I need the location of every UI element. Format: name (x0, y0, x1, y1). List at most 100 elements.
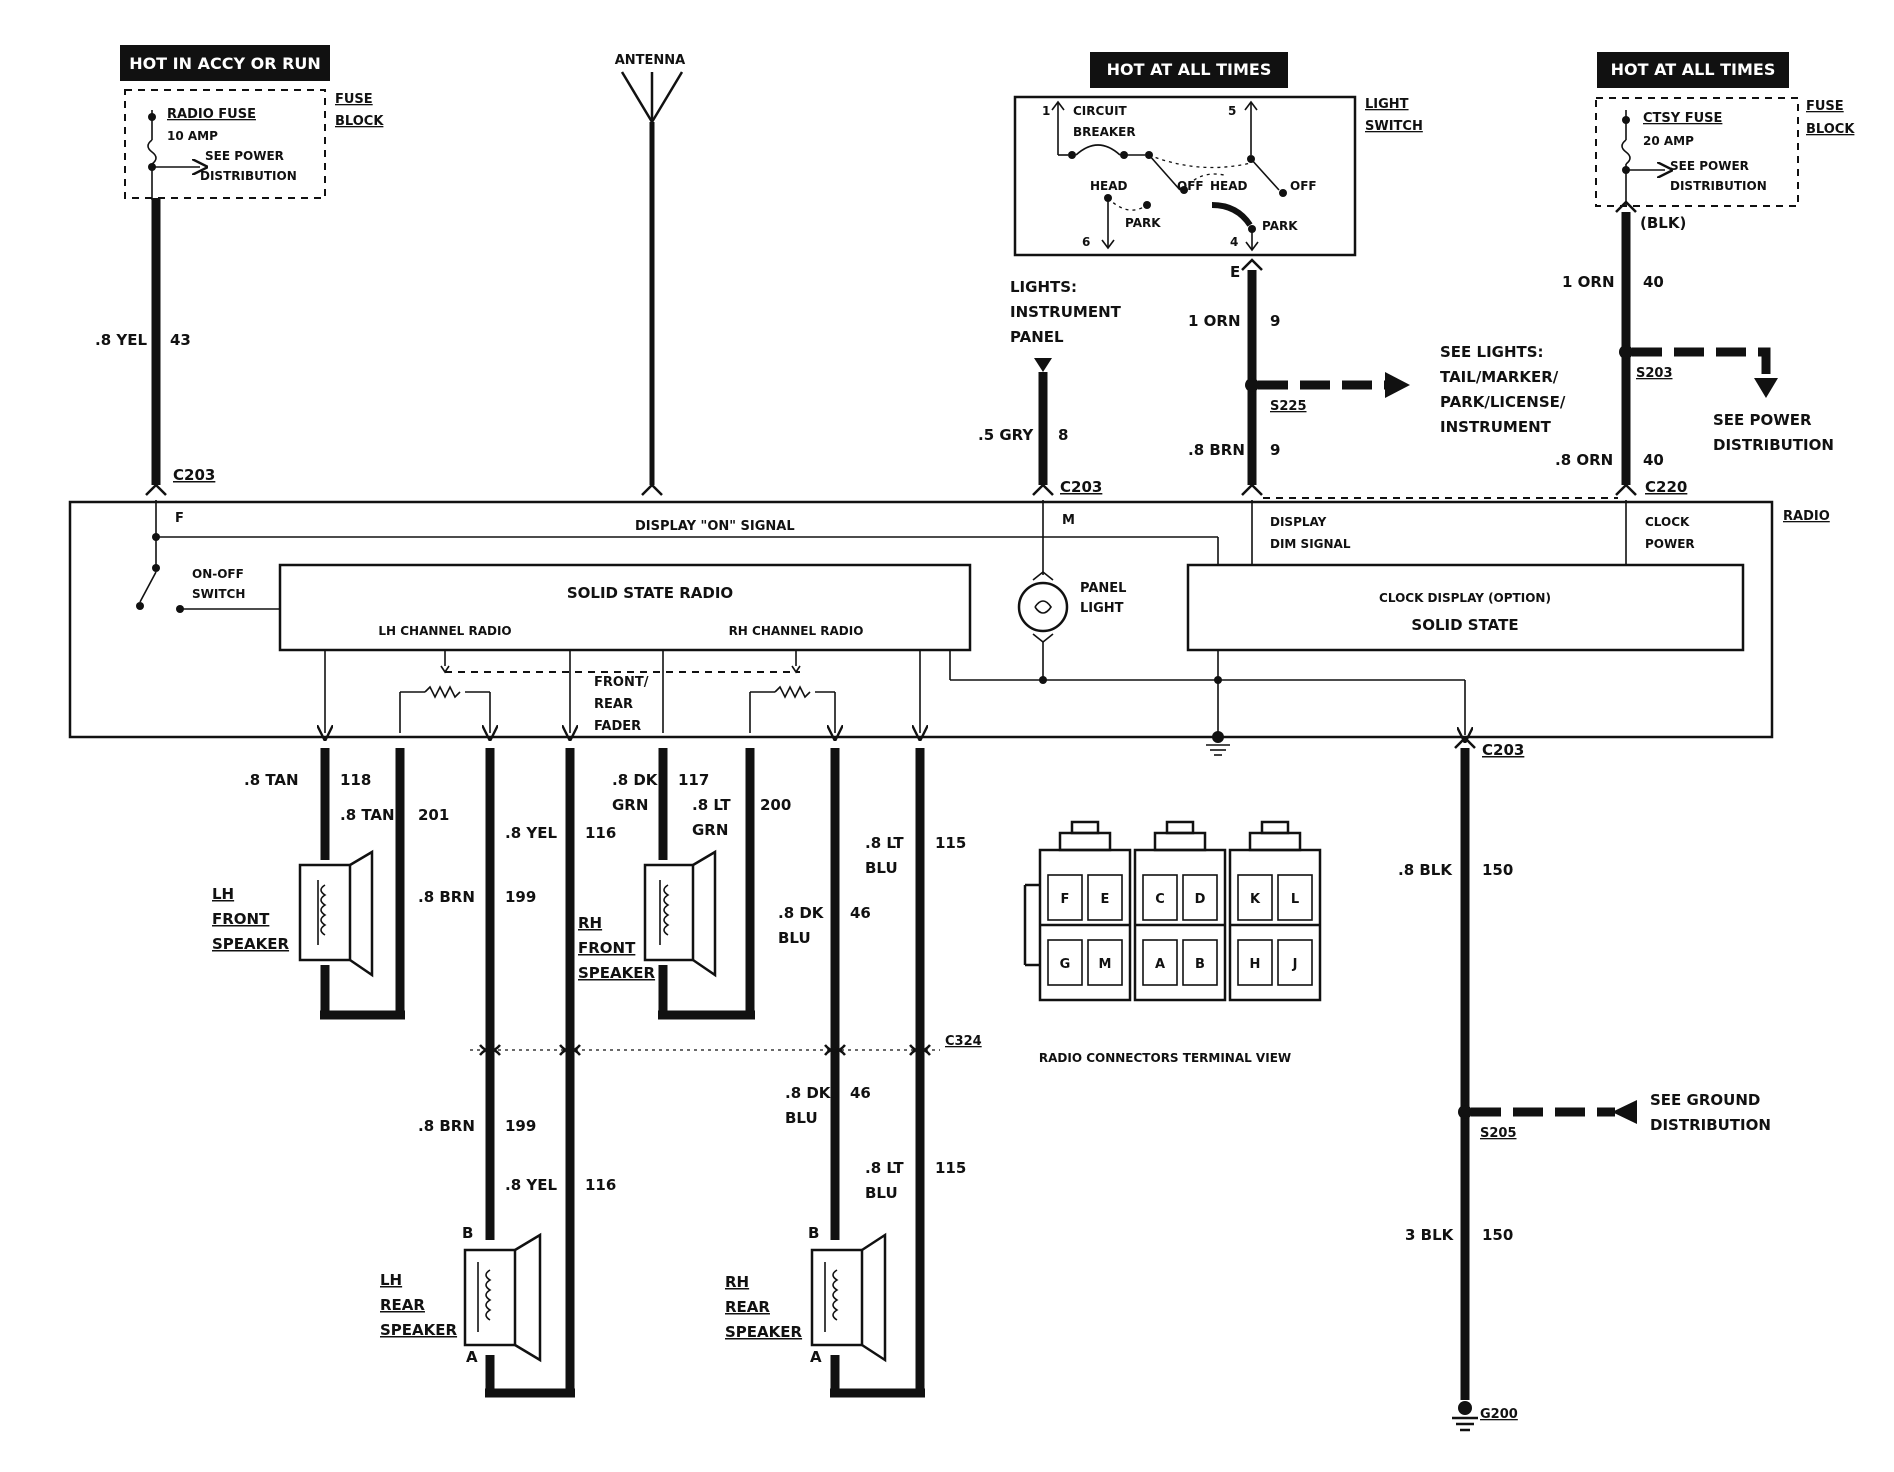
radio-pin-f: F (175, 511, 184, 526)
lh-front-speaker-icon (298, 849, 374, 978)
ctsy-fuse-note-1: SEE POWER (1670, 159, 1749, 173)
rhr-pin-a: A (810, 1348, 822, 1366)
lh-channel-label: LH CHANNEL RADIO (378, 624, 511, 638)
solid-state-radio-box (278, 563, 972, 652)
wire-115b-color-1: .8 LT (865, 1159, 904, 1177)
splice-s203-label: S203 (1636, 366, 1673, 381)
wire-115a-num: 115 (935, 834, 966, 852)
ctsy-fuse-icon (1621, 139, 1631, 165)
fuse-block-label-1: FUSE (335, 92, 373, 107)
wire-118-color: .8 TAN (244, 771, 299, 789)
see-power-1: SEE POWER (1713, 411, 1812, 429)
ground-g200-label: G200 (1480, 1407, 1518, 1422)
see-ground-1: SEE GROUND (1650, 1091, 1760, 1109)
fader-label-2: REAR (594, 697, 633, 712)
ctsy-fuse-note-2: DISTRIBUTION (1670, 179, 1767, 193)
wire-115b-color-2: BLU (865, 1184, 898, 1202)
hot-all-times-label-1: HOT AT ALL TIMES (1107, 60, 1272, 79)
wire-8-color: .5 GRY (978, 426, 1034, 444)
wire-46a-color-1: .8 DK (778, 904, 825, 922)
wire-199a-color: .8 BRN (418, 888, 475, 906)
wire-117-color-1: .8 DK (612, 771, 659, 789)
rhr-speaker-2: REAR (725, 1298, 770, 1316)
wire-40a-color: 1 ORN (1562, 273, 1615, 291)
hot-accy-run-banner (120, 45, 330, 81)
rhf-speaker-3: SPEAKER (578, 964, 656, 982)
terminal-view-caption: RADIO CONNECTORS TERMINAL VIEW (1039, 1051, 1291, 1065)
on-off-label-1: ON-OFF (192, 567, 244, 581)
cb-label-2: BREAKER (1073, 125, 1136, 139)
wire-46b-num: 46 (850, 1084, 871, 1102)
wire-116b-num: 116 (585, 1176, 616, 1194)
ctsy-blk-label: (BLK) (1640, 214, 1686, 232)
wire-40a-num: 40 (1643, 273, 1664, 291)
term-top-4: K (1250, 892, 1261, 907)
splice-s203 (1619, 345, 1633, 359)
ctsy-fuse-group: HOT AT ALL TIMES CTSY FUSE 20 AMP SEE PO… (1595, 52, 1855, 207)
connector-c220: C220 (1645, 478, 1687, 496)
wire-199a-num: 199 (505, 888, 536, 906)
wire-9a-color: 1 ORN (1188, 312, 1241, 330)
lhf-speaker-3: SPEAKER (212, 935, 290, 953)
rhf-speaker-2: FRONT (578, 939, 636, 957)
ls-head-1: HEAD (1090, 179, 1128, 193)
clock-display-box (1186, 563, 1745, 652)
term-bot-1: M (1099, 957, 1112, 972)
wire-201-color: .8 TAN (340, 806, 395, 824)
see-ground-2: DISTRIBUTION (1650, 1116, 1771, 1134)
radio-label: RADIO (1783, 509, 1830, 524)
wire-200-num: 200 (760, 796, 791, 814)
wire-40b-num: 40 (1643, 451, 1664, 469)
ls-head-2: HEAD (1210, 179, 1248, 193)
rhr-speaker-1: RH (725, 1273, 749, 1291)
term-top-5: L (1291, 892, 1299, 907)
connector-body-2 (1133, 820, 1227, 1002)
on-off-label-2: SWITCH (192, 587, 245, 601)
lhf-speaker-1: LH (212, 885, 234, 903)
cb-label-1: CIRCUIT (1073, 104, 1128, 118)
term-top-2: C (1155, 892, 1165, 907)
lhr-speaker-1: LH (380, 1271, 402, 1289)
connector-c203-b: C203 (1060, 478, 1102, 496)
lhr-speaker-3: SPEAKER (380, 1321, 458, 1339)
ls-pin-6: 6 (1082, 235, 1090, 249)
ctsy-fuse-block-1: FUSE (1806, 99, 1844, 114)
panel-light-label-1: PANEL (1080, 581, 1126, 596)
lights-ip-3: PANEL (1010, 328, 1064, 346)
wire-8-num: 8 (1058, 426, 1068, 444)
connector-c203-a: C203 (173, 466, 215, 484)
clock-display-label: CLOCK DISPLAY (OPTION) (1379, 591, 1551, 605)
wire-46a-num: 46 (850, 904, 871, 922)
see-lights-4: INSTRUMENT (1440, 418, 1552, 436)
wire-46b-color-2: BLU (785, 1109, 818, 1127)
hot-all-times-label-2: HOT AT ALL TIMES (1611, 60, 1776, 79)
antenna-label: ANTENNA (615, 53, 686, 68)
clock-solid-label: SOLID STATE (1411, 616, 1518, 634)
connector-c324-marks (479, 1044, 931, 1056)
splice-s225-label: S225 (1270, 399, 1307, 414)
ctsy-fuse-block-2: BLOCK (1806, 122, 1855, 137)
lhr-speaker-2: REAR (380, 1296, 425, 1314)
wire-116a-color: .8 YEL (505, 824, 557, 842)
fader-label-3: FADER (594, 719, 641, 734)
wire-46b-color-1: .8 DK (785, 1084, 832, 1102)
wire-40b-color: .8 ORN (1555, 451, 1613, 469)
antenna-group: ANTENNA (615, 53, 686, 496)
radio-fuse-box (124, 89, 326, 199)
rhf-speaker-1: RH (578, 914, 602, 932)
ls-off-1: OFF (1177, 179, 1204, 193)
radio-fuse-note-1: SEE POWER (205, 149, 284, 163)
wire-116a-num: 116 (585, 824, 616, 842)
clock-power-label-1: CLOCK (1645, 515, 1690, 529)
see-lights-1: SEE LIGHTS: (1440, 343, 1544, 361)
panel-light-bulb-icon (1017, 581, 1069, 633)
cb-pin-1: 1 (1042, 104, 1050, 118)
connector-c324: C324 (945, 1034, 982, 1049)
term-top-0: F (1061, 892, 1070, 907)
lhr-pin-a: A (466, 1348, 478, 1366)
radio-connectors-terminal-view: F E C D K L G M A B H J RADIO CONNECTORS… (1023, 820, 1322, 1065)
ls-park-1: PARK (1125, 216, 1161, 230)
clock-power-label-2: POWER (1645, 537, 1695, 551)
light-switch-group: HOT AT ALL TIMES LIGHT SWITCH 1 CIRCUIT … (1013, 52, 1423, 257)
wire-150b-color: 3 BLK (1405, 1226, 1455, 1244)
